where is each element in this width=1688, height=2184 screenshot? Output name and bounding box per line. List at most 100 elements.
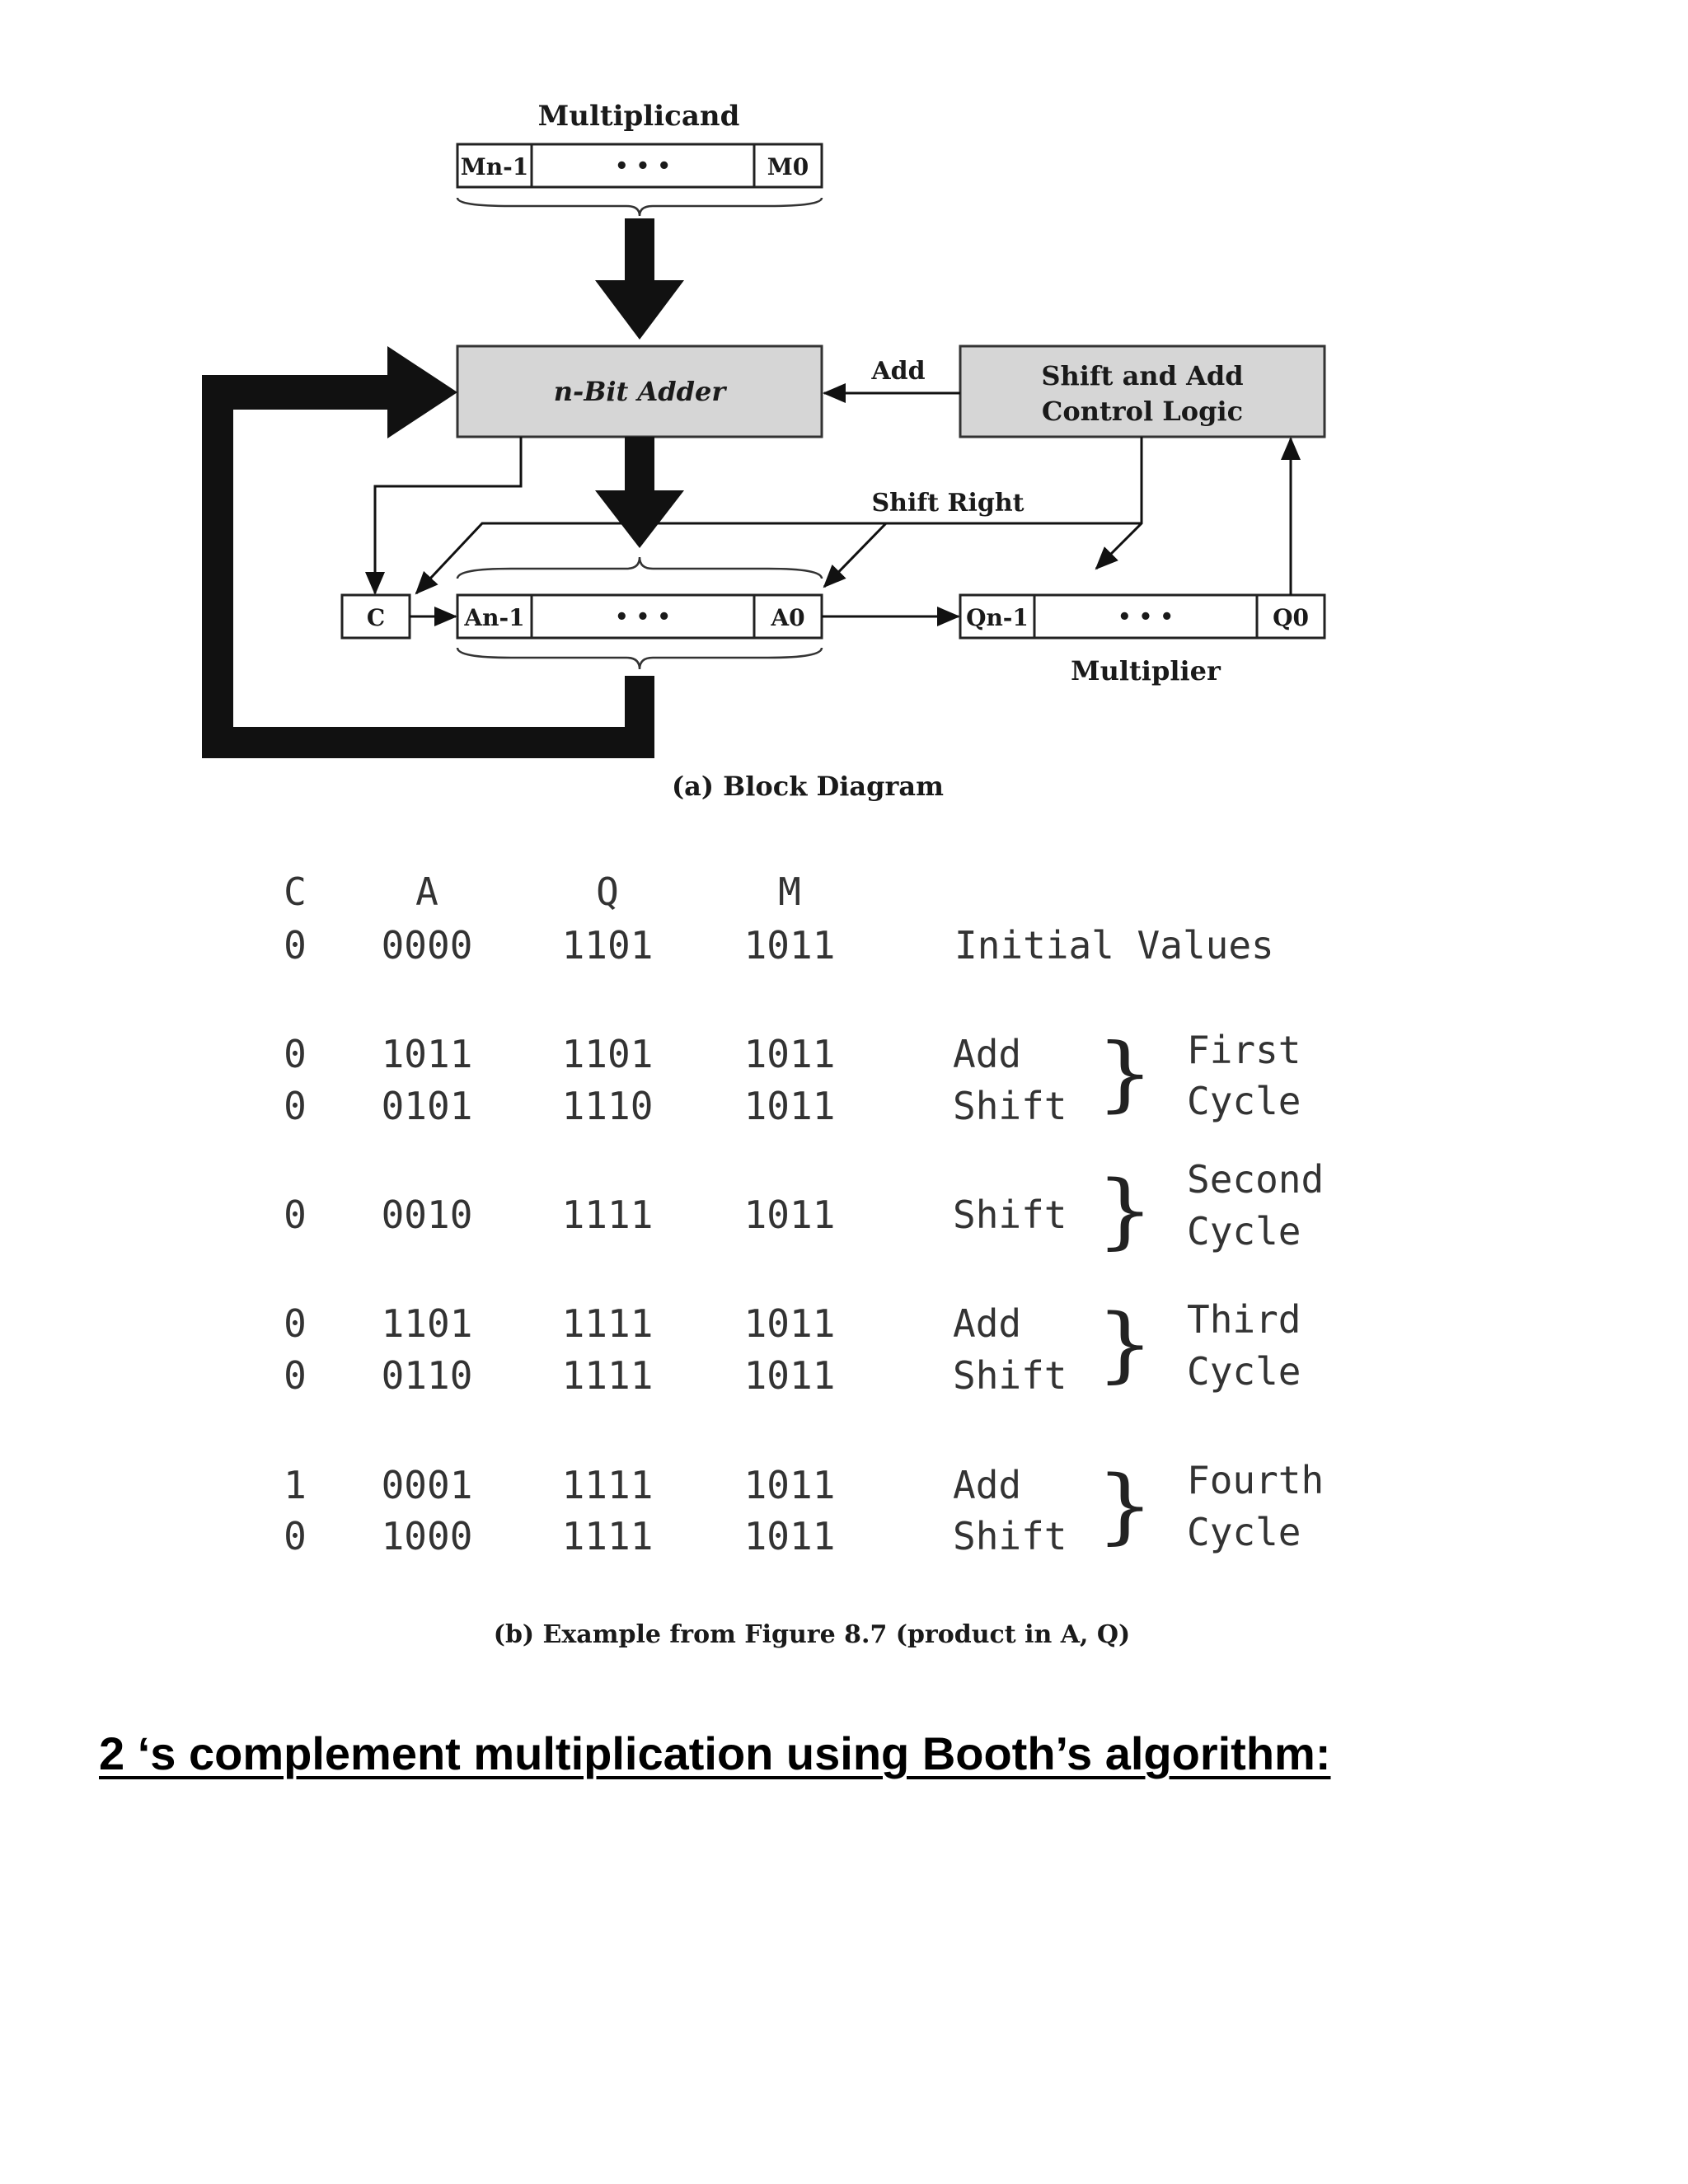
cell-a: 0001 (382, 1463, 473, 1507)
a-dots: • • • (615, 605, 671, 630)
cell-m: 1011 (744, 1084, 836, 1128)
cycle-line2: Cycle (1187, 1209, 1301, 1254)
table-row: 0 0010 1111 1011 Shift (284, 1193, 1067, 1237)
control-label-line2: Control Logic (1042, 396, 1243, 427)
table-row: 0 1101 1111 1011 Add (284, 1301, 1021, 1346)
cell-c: 0 (284, 1032, 307, 1076)
shift-c-arrow (415, 522, 1142, 595)
first-cycle-brace: } (1096, 1026, 1154, 1121)
multiplicand-label: Multiplicand (538, 100, 740, 133)
q-low-cell: Q0 (1273, 604, 1309, 631)
shift-q-arrow (1095, 437, 1143, 570)
cell-a: 0110 (382, 1353, 473, 1398)
cell-op: Add (953, 1032, 1021, 1076)
cell-c: 0 (284, 1084, 307, 1128)
add-label: Add (870, 357, 925, 386)
a-feedback-loop-arrow (202, 346, 654, 758)
cell-m: 1011 (744, 923, 836, 968)
cell-q: 1110 (562, 1084, 654, 1128)
cell-m: 1011 (744, 1193, 836, 1237)
n-bit-adder-box (456, 344, 823, 438)
table-row: 0 0101 1110 1011 Shift (284, 1084, 1067, 1128)
multiplicand-to-adder-arrow (595, 280, 684, 340)
cell-a: 0000 (382, 923, 473, 968)
cell-op: Add (953, 1463, 1021, 1507)
table-row: 0 0110 1111 1011 Shift (284, 1353, 1067, 1398)
carry-out-arrow (365, 437, 523, 595)
cell-c: 0 (284, 1514, 307, 1558)
control-label-line1: Shift and Add (1041, 360, 1243, 391)
a-high-cell: An-1 (463, 604, 524, 631)
block-diagram-caption: (a) Block Diagram (672, 771, 944, 802)
cell-m: 1011 (744, 1514, 836, 1558)
cell-m: 1011 (744, 1032, 836, 1076)
cell-op: Initial Values (954, 923, 1274, 968)
cell-q: 1101 (562, 1032, 654, 1076)
cell-a: 1011 (382, 1032, 473, 1076)
second-cycle-brace: } (1096, 1163, 1154, 1258)
cycle-line1: First (1187, 1028, 1301, 1072)
cycle-line1: Third (1187, 1297, 1301, 1342)
a-top-brace (456, 556, 823, 579)
cell-op: Add (953, 1301, 1021, 1346)
q-high-cell: Qn-1 (966, 604, 1029, 631)
table-row: 0 1000 1111 1011 Shift (284, 1514, 1067, 1558)
cell-c: 0 (284, 1193, 307, 1237)
c-register (340, 593, 411, 640)
cell-c: 0 (284, 1301, 307, 1346)
q-register (959, 593, 1326, 640)
table-row: 0 1011 1101 1011 Add (284, 1032, 1021, 1076)
cell-a: 1000 (382, 1514, 473, 1558)
multiplier-label: Multiplier (1071, 655, 1221, 687)
m-high-cell: Mn-1 (461, 153, 528, 180)
cell-m: 1011 (744, 1301, 836, 1346)
cell-q: 1101 (562, 923, 654, 968)
example-table: C A Q M 0 0000 1101 1011 Initial Values … (284, 869, 1324, 1558)
m-dots: • • • (615, 154, 671, 179)
q-dots: • • • (1118, 605, 1174, 630)
control-logic-box (959, 344, 1326, 438)
cycle-line2: Cycle (1187, 1349, 1301, 1394)
cell-a: 0010 (382, 1193, 473, 1237)
cell-c: 0 (284, 923, 307, 968)
cell-m: 1011 (744, 1353, 836, 1398)
m-low-cell: M0 (767, 153, 809, 180)
cell-q: 1111 (562, 1193, 654, 1237)
cell-op: Shift (953, 1353, 1067, 1398)
cycle-line2: Cycle (1187, 1079, 1301, 1123)
multiplicand-register (456, 143, 823, 189)
header-a: A (415, 869, 438, 914)
shift-right-label: Shift Right (871, 489, 1024, 518)
cell-c: 1 (284, 1463, 307, 1507)
fourth-cycle-brace: } (1096, 1458, 1154, 1553)
cycle-line1: Second (1187, 1157, 1324, 1202)
cell-q: 1111 (562, 1353, 654, 1398)
header-c: C (284, 869, 307, 914)
shift-a-arrow (823, 522, 888, 588)
c-cell-label: C (367, 604, 385, 631)
multiplicand-brace (456, 197, 823, 217)
adder-to-a-arrow (595, 490, 684, 548)
cycle-line2: Cycle (1187, 1510, 1301, 1554)
a-bottom-brace (456, 647, 823, 670)
header-m: M (778, 869, 801, 914)
cell-q: 1111 (562, 1463, 654, 1507)
cell-c: 0 (284, 1353, 307, 1398)
third-cycle-brace: } (1096, 1296, 1154, 1391)
header-q: Q (596, 869, 619, 914)
cell-op: Shift (953, 1084, 1067, 1128)
cell-m: 1011 (744, 1463, 836, 1507)
a-low-cell: A0 (770, 604, 804, 631)
cell-q: 1111 (562, 1301, 654, 1346)
cell-op: Shift (953, 1193, 1067, 1237)
table-row: 1 0001 1111 1011 Add (284, 1463, 1021, 1507)
table-row: 0 0000 1101 1011 Initial Values (284, 923, 1274, 968)
adder-label: n-Bit Adder (554, 376, 728, 407)
cycle-line1: Fourth (1187, 1458, 1324, 1502)
cell-q: 1111 (562, 1514, 654, 1558)
cell-a: 0101 (382, 1084, 473, 1128)
cell-op: Shift (953, 1514, 1067, 1558)
cell-a: 1101 (382, 1301, 473, 1346)
section-heading: 2 ‘s complement multiplication using Boo… (99, 1727, 1331, 1779)
